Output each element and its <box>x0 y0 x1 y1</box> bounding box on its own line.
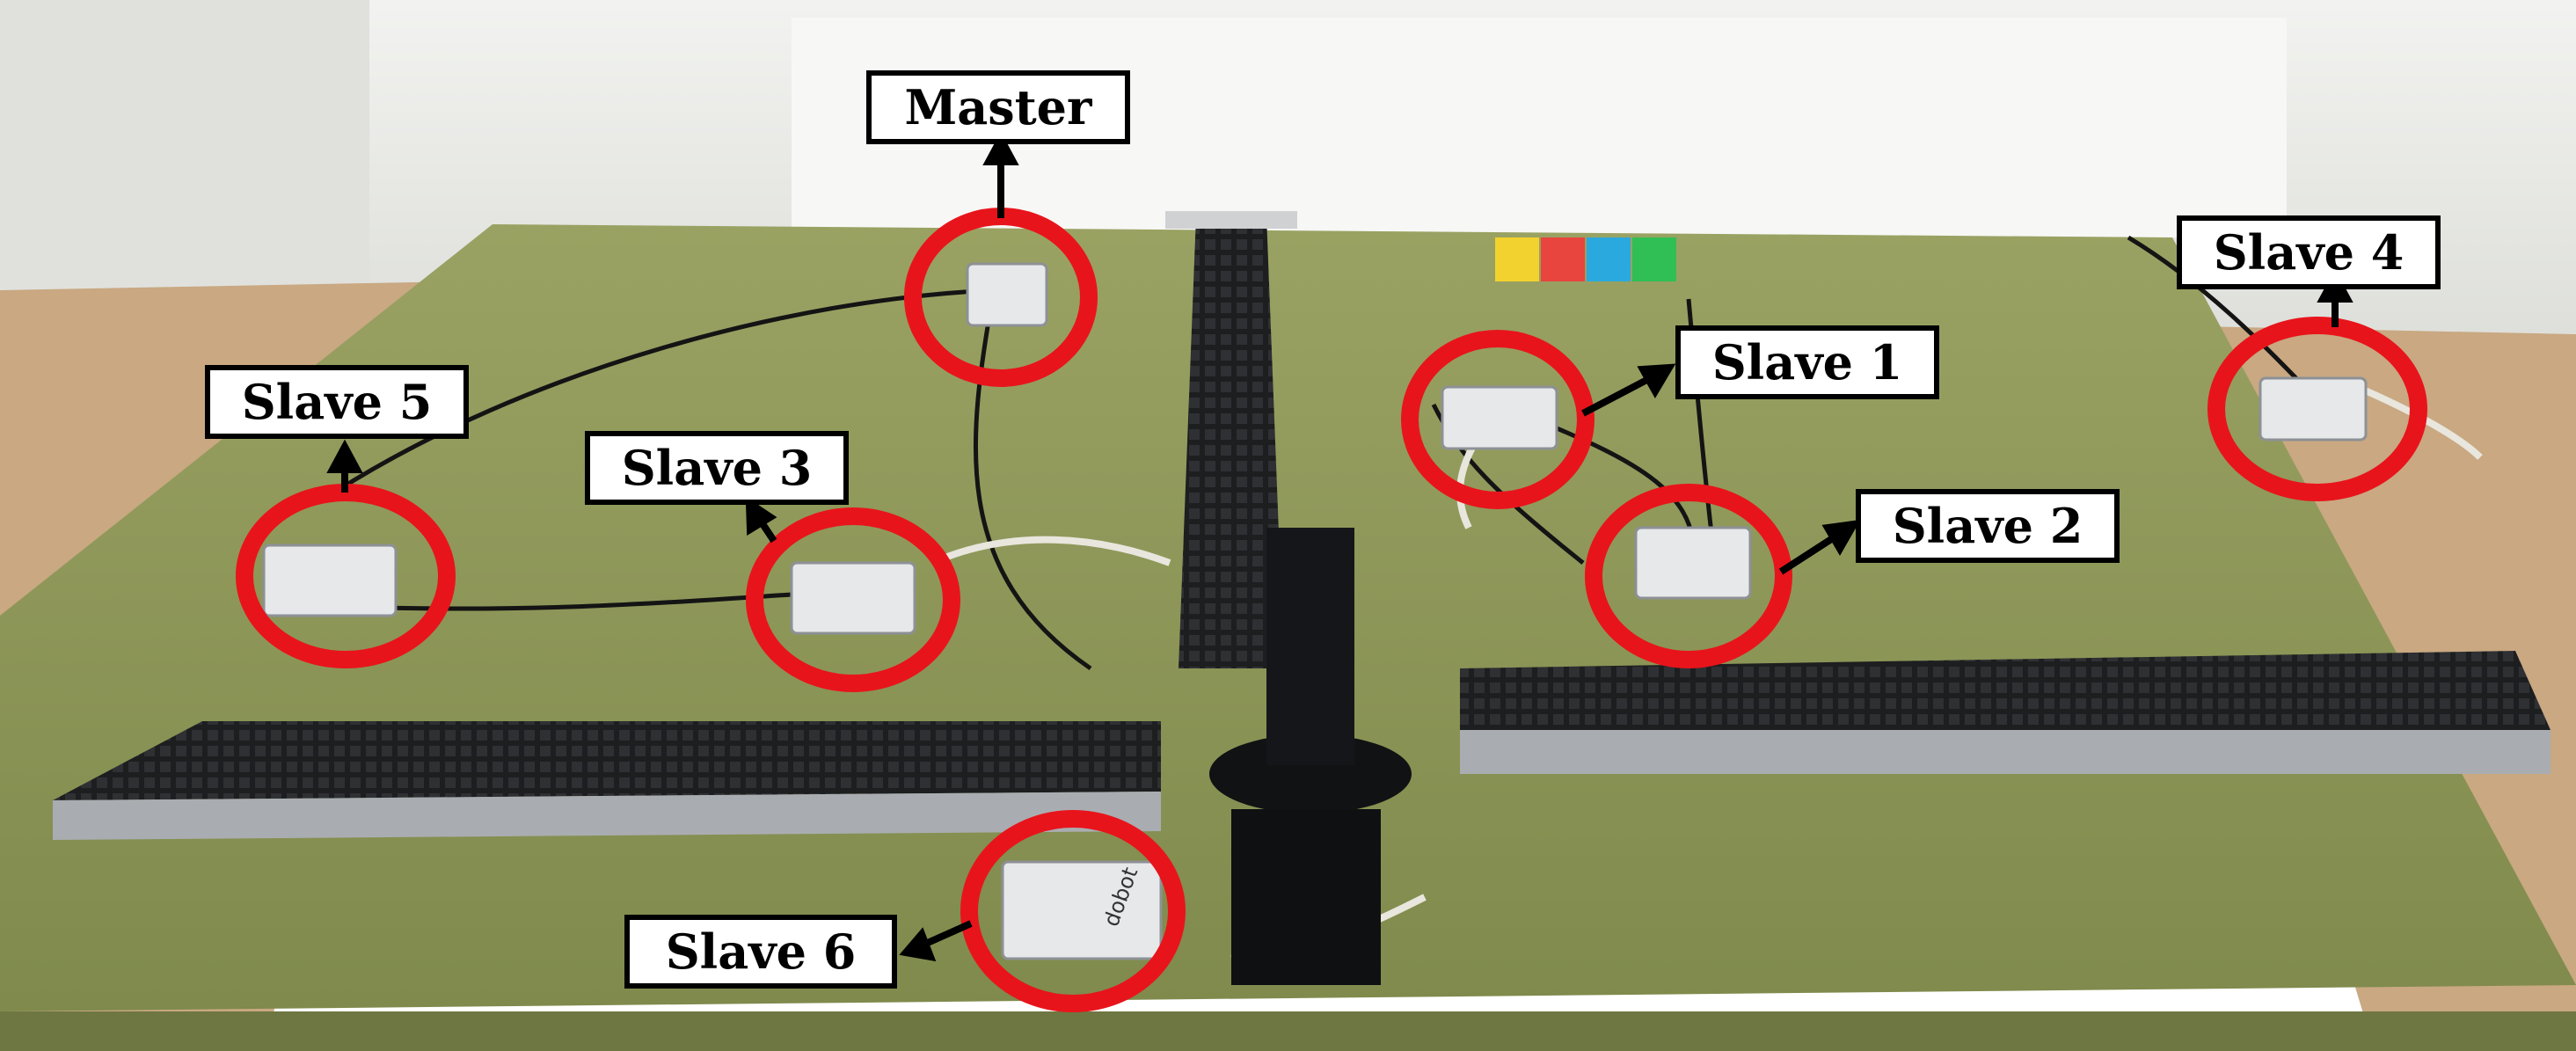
right-conveyor-rail <box>1460 730 2550 774</box>
block-blue <box>1587 237 1631 281</box>
left-conveyor <box>53 721 1161 800</box>
arrow-slave2 <box>1778 531 1841 575</box>
label-slave6: Slave 6 <box>624 915 897 989</box>
brick-slave3 <box>790 561 916 635</box>
brick-slave5 <box>262 544 398 617</box>
color-blocks <box>1495 237 1676 281</box>
right-conveyor <box>1460 651 2550 730</box>
marker-slave6 <box>960 810 1186 1012</box>
arrows <box>326 131 2353 962</box>
center-conveyor <box>1179 215 1284 668</box>
label-slave5: Slave 5 <box>205 365 469 439</box>
marker-slave1 <box>1401 330 1594 509</box>
label-slave3: Slave 3 <box>585 431 849 505</box>
brick-slave2 <box>1634 526 1752 600</box>
brick-slave4 <box>2259 376 2368 442</box>
label-slave1: Slave 1 <box>1675 325 1939 399</box>
controller-bricks <box>262 262 2368 960</box>
brick-slave1 <box>1441 385 1558 450</box>
left-conveyor-rail <box>53 792 1161 840</box>
label-slave4: Slave 4 <box>2177 215 2441 289</box>
arrow-slave6 <box>920 920 973 949</box>
label-master: Master <box>866 70 1130 144</box>
robot-arm <box>1266 528 1354 765</box>
marker-slave3 <box>746 507 960 692</box>
block-green <box>1632 237 1676 281</box>
robot-base <box>1209 734 1412 814</box>
brick-master <box>966 262 1048 327</box>
arrow-slave1 <box>1581 373 1655 417</box>
robot-mount <box>1231 809 1381 985</box>
label-slave2: Slave 2 <box>1856 489 2120 563</box>
marker-slave2 <box>1585 484 1792 668</box>
brick-slave6 <box>1001 860 1163 960</box>
center-conveyor-frame <box>1165 211 1297 229</box>
block-red <box>1541 237 1585 281</box>
table-edge <box>0 1011 2576 1051</box>
block-yellow <box>1495 237 1539 281</box>
marker-slave4 <box>2207 317 2427 501</box>
